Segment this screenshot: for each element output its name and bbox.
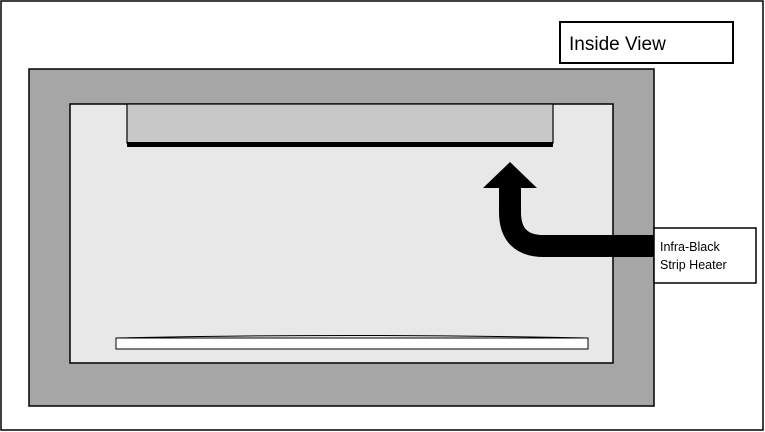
heater-label-line2: Strip Heater xyxy=(660,258,727,272)
heater-housing xyxy=(126,103,554,144)
heater-pointer-arrow xyxy=(483,162,660,257)
tray-plate xyxy=(115,337,589,350)
title-label: Inside View xyxy=(569,34,666,55)
arrow-shaft xyxy=(499,186,660,257)
heater-label-box: Infra-Black Strip Heater xyxy=(653,227,757,284)
title-box: Inside View xyxy=(559,21,734,64)
heater-strip xyxy=(127,142,553,147)
title-box-border xyxy=(559,21,734,64)
arrow-head xyxy=(483,162,537,188)
heater-label-border xyxy=(653,227,757,284)
tray-top-curve xyxy=(115,335,589,339)
heater-label-line1: Infra-Black xyxy=(660,240,720,254)
